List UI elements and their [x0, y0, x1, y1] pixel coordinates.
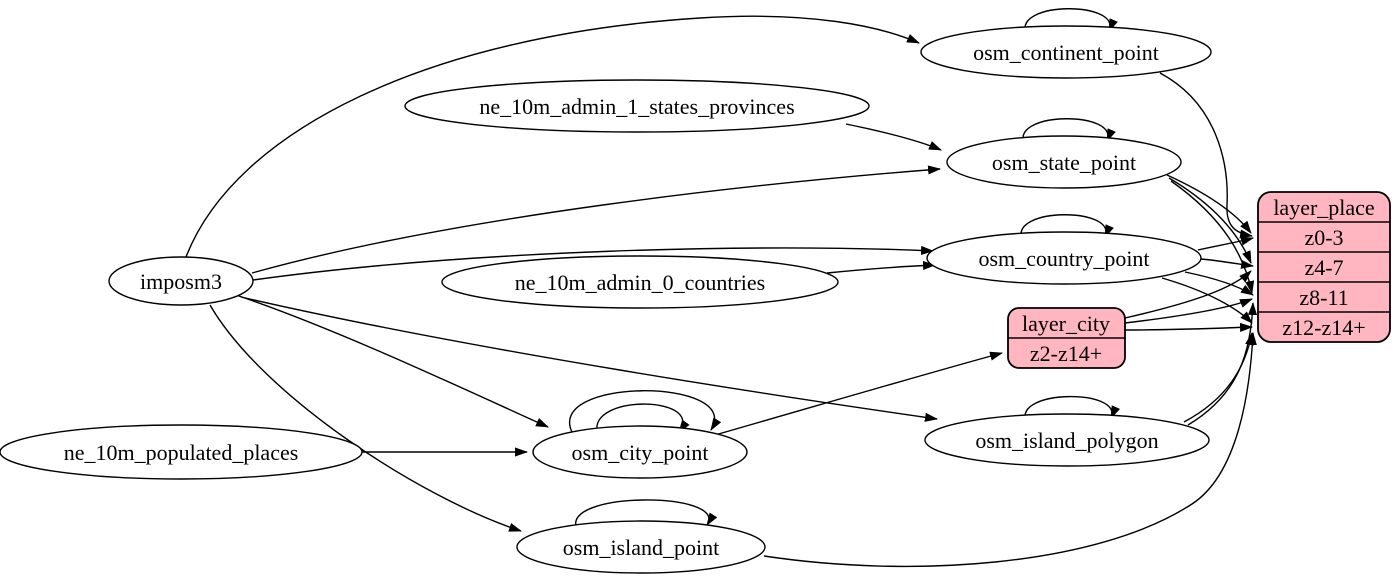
record-layer_city: layer_city z2-z14+ — [1007, 307, 1126, 369]
edge-layer_city-layer_place-z4-7 — [1124, 270, 1252, 319]
edge-osm_country_point-layer_place-z0-3 — [1197, 236, 1255, 251]
node-ellipse — [946, 135, 1182, 189]
record-row-z0-3: z0-3 — [1304, 225, 1343, 250]
node-label: imposm3 — [140, 269, 222, 294]
node-label: osm_island_polygon — [975, 428, 1158, 453]
node-ne_10m_admin_0_countries: ne_10m_admin_0_countries — [441, 255, 839, 309]
record-title: layer_city — [1022, 311, 1110, 336]
self-loop-osm_country_point — [1020, 214, 1114, 240]
record-row-z12-z14: z12-z14+ — [1282, 315, 1365, 340]
edge-ne_10m_admin_1_states_provinces-osm_state_point — [845, 123, 942, 151]
edge-osm_country_point-layer_place-z8-11 — [1184, 271, 1254, 296]
node-ellipse — [516, 520, 766, 574]
node-ellipse — [532, 425, 748, 479]
edge-osm_state_point-layer_place-z8-11 — [1170, 180, 1255, 295]
edge-osm_island_polygon-layer_place-z12-z14 — [1183, 331, 1255, 423]
edge-osm_country_point-layer_place-z12-z14 — [1161, 277, 1253, 324]
node-osm_state_point: osm_state_point — [946, 135, 1182, 189]
node-label: osm_country_point — [978, 246, 1149, 271]
node-ne_10m_populated_places: ne_10m_populated_places — [0, 424, 363, 480]
node-ellipse — [0, 424, 363, 480]
node-ellipse — [924, 413, 1210, 467]
self-loop-osm_city_point-outer — [569, 390, 722, 435]
record-row-z2-z14: z2-z14+ — [1030, 341, 1102, 366]
edge-osm_state_point-layer_place-z4-7 — [1168, 177, 1252, 264]
node-ellipse — [108, 256, 254, 306]
record-layer_place: layer_place z0-3 z4-7 z8-11 z12-z14+ — [1257, 191, 1391, 343]
edge-osm_country_point-layer_place-z4-7 — [1200, 258, 1255, 269]
edge-imposm3-osm_country_point — [252, 245, 935, 281]
node-imposm3: imposm3 — [108, 256, 254, 306]
node-osm_island_polygon: osm_island_polygon — [924, 413, 1210, 467]
edge-imposm3-osm_state_point — [251, 165, 942, 274]
node-label: ne_10m_admin_0_countries — [515, 270, 766, 295]
self-loop-osm_state_point — [1022, 118, 1116, 144]
node-label: osm_state_point — [992, 150, 1136, 175]
edge-imposm3-osm_island_polygon — [240, 296, 939, 422]
record-row-z4-7: z4-7 — [1304, 255, 1343, 280]
edge-osm_island_polygon-layer_place-z8-11 — [1187, 301, 1258, 426]
node-osm_island_point: osm_island_point — [516, 520, 766, 574]
edge-ne_10m_admin_0_countries-osm_country_point — [826, 260, 937, 274]
record-title: layer_place — [1273, 195, 1374, 220]
node-label: ne_10m_admin_1_states_provinces — [479, 94, 794, 119]
edge-osm_island_point-layer_place-z12-z14 — [763, 331, 1257, 568]
record-row-z8-11: z8-11 — [1299, 285, 1348, 310]
node-label: osm_continent_point — [973, 40, 1159, 65]
edge-osm_city_point-layer_city — [714, 351, 1004, 436]
node-osm_continent_point: osm_continent_point — [920, 25, 1212, 79]
node-ellipse — [920, 25, 1212, 79]
node-label: ne_10m_populated_places — [64, 440, 299, 465]
edge-layer_city-layer_place-z12-z14 — [1124, 322, 1254, 332]
edges — [185, 8, 1258, 568]
record-box — [1257, 191, 1391, 343]
node-osm_city_point: osm_city_point — [532, 425, 748, 479]
edge-imposm3-osm_city_point — [235, 294, 549, 428]
node-ellipse — [926, 231, 1202, 285]
edge-layer_city-layer_place-z8-11 — [1124, 298, 1253, 324]
edge-osm_continent_point-layer_place-z0-3 — [1159, 72, 1254, 239]
node-label: osm_city_point — [572, 440, 709, 465]
node-ne_10m_admin_1_states_provinces: ne_10m_admin_1_states_provinces — [404, 79, 870, 133]
edge-osm_state_point-layer_place-z0-3 — [1166, 174, 1252, 234]
node-label: osm_island_point — [563, 535, 719, 560]
edge-imposm3-osm_island_point — [209, 304, 522, 532]
self-loop-osm_city_point-inner — [596, 403, 690, 438]
node-ellipse — [441, 255, 839, 309]
self-loop-osm_continent_point — [1024, 8, 1118, 34]
self-loop-osm_island_polygon — [1024, 395, 1121, 422]
node-osm_country_point: osm_country_point — [926, 231, 1202, 285]
self-loop-osm_island_point — [575, 499, 718, 530]
edge-imposm3-osm_continent_point — [185, 15, 920, 258]
node-ellipse — [404, 79, 870, 133]
